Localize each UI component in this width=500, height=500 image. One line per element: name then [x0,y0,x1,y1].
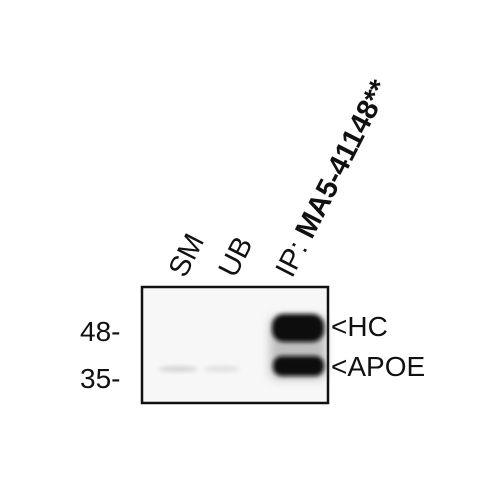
lane-label-sm: SM [163,229,211,282]
lane-label-ip: IP: MA5-41148** [270,75,397,283]
marker-48: 48- [80,316,120,347]
ip-antibody-label: MA5-41148** [289,75,396,244]
band-label-hc: <HC [331,311,388,342]
band-hc [272,314,324,342]
band-label-apoe: <APOE [331,351,425,382]
marker-35: 35- [80,363,120,394]
band-apoe [273,356,324,376]
ip-lane-bands [270,314,326,379]
faint-band-ub [204,366,240,372]
faint-band-sm [158,366,198,372]
lane-label-ub: UB [213,232,260,282]
